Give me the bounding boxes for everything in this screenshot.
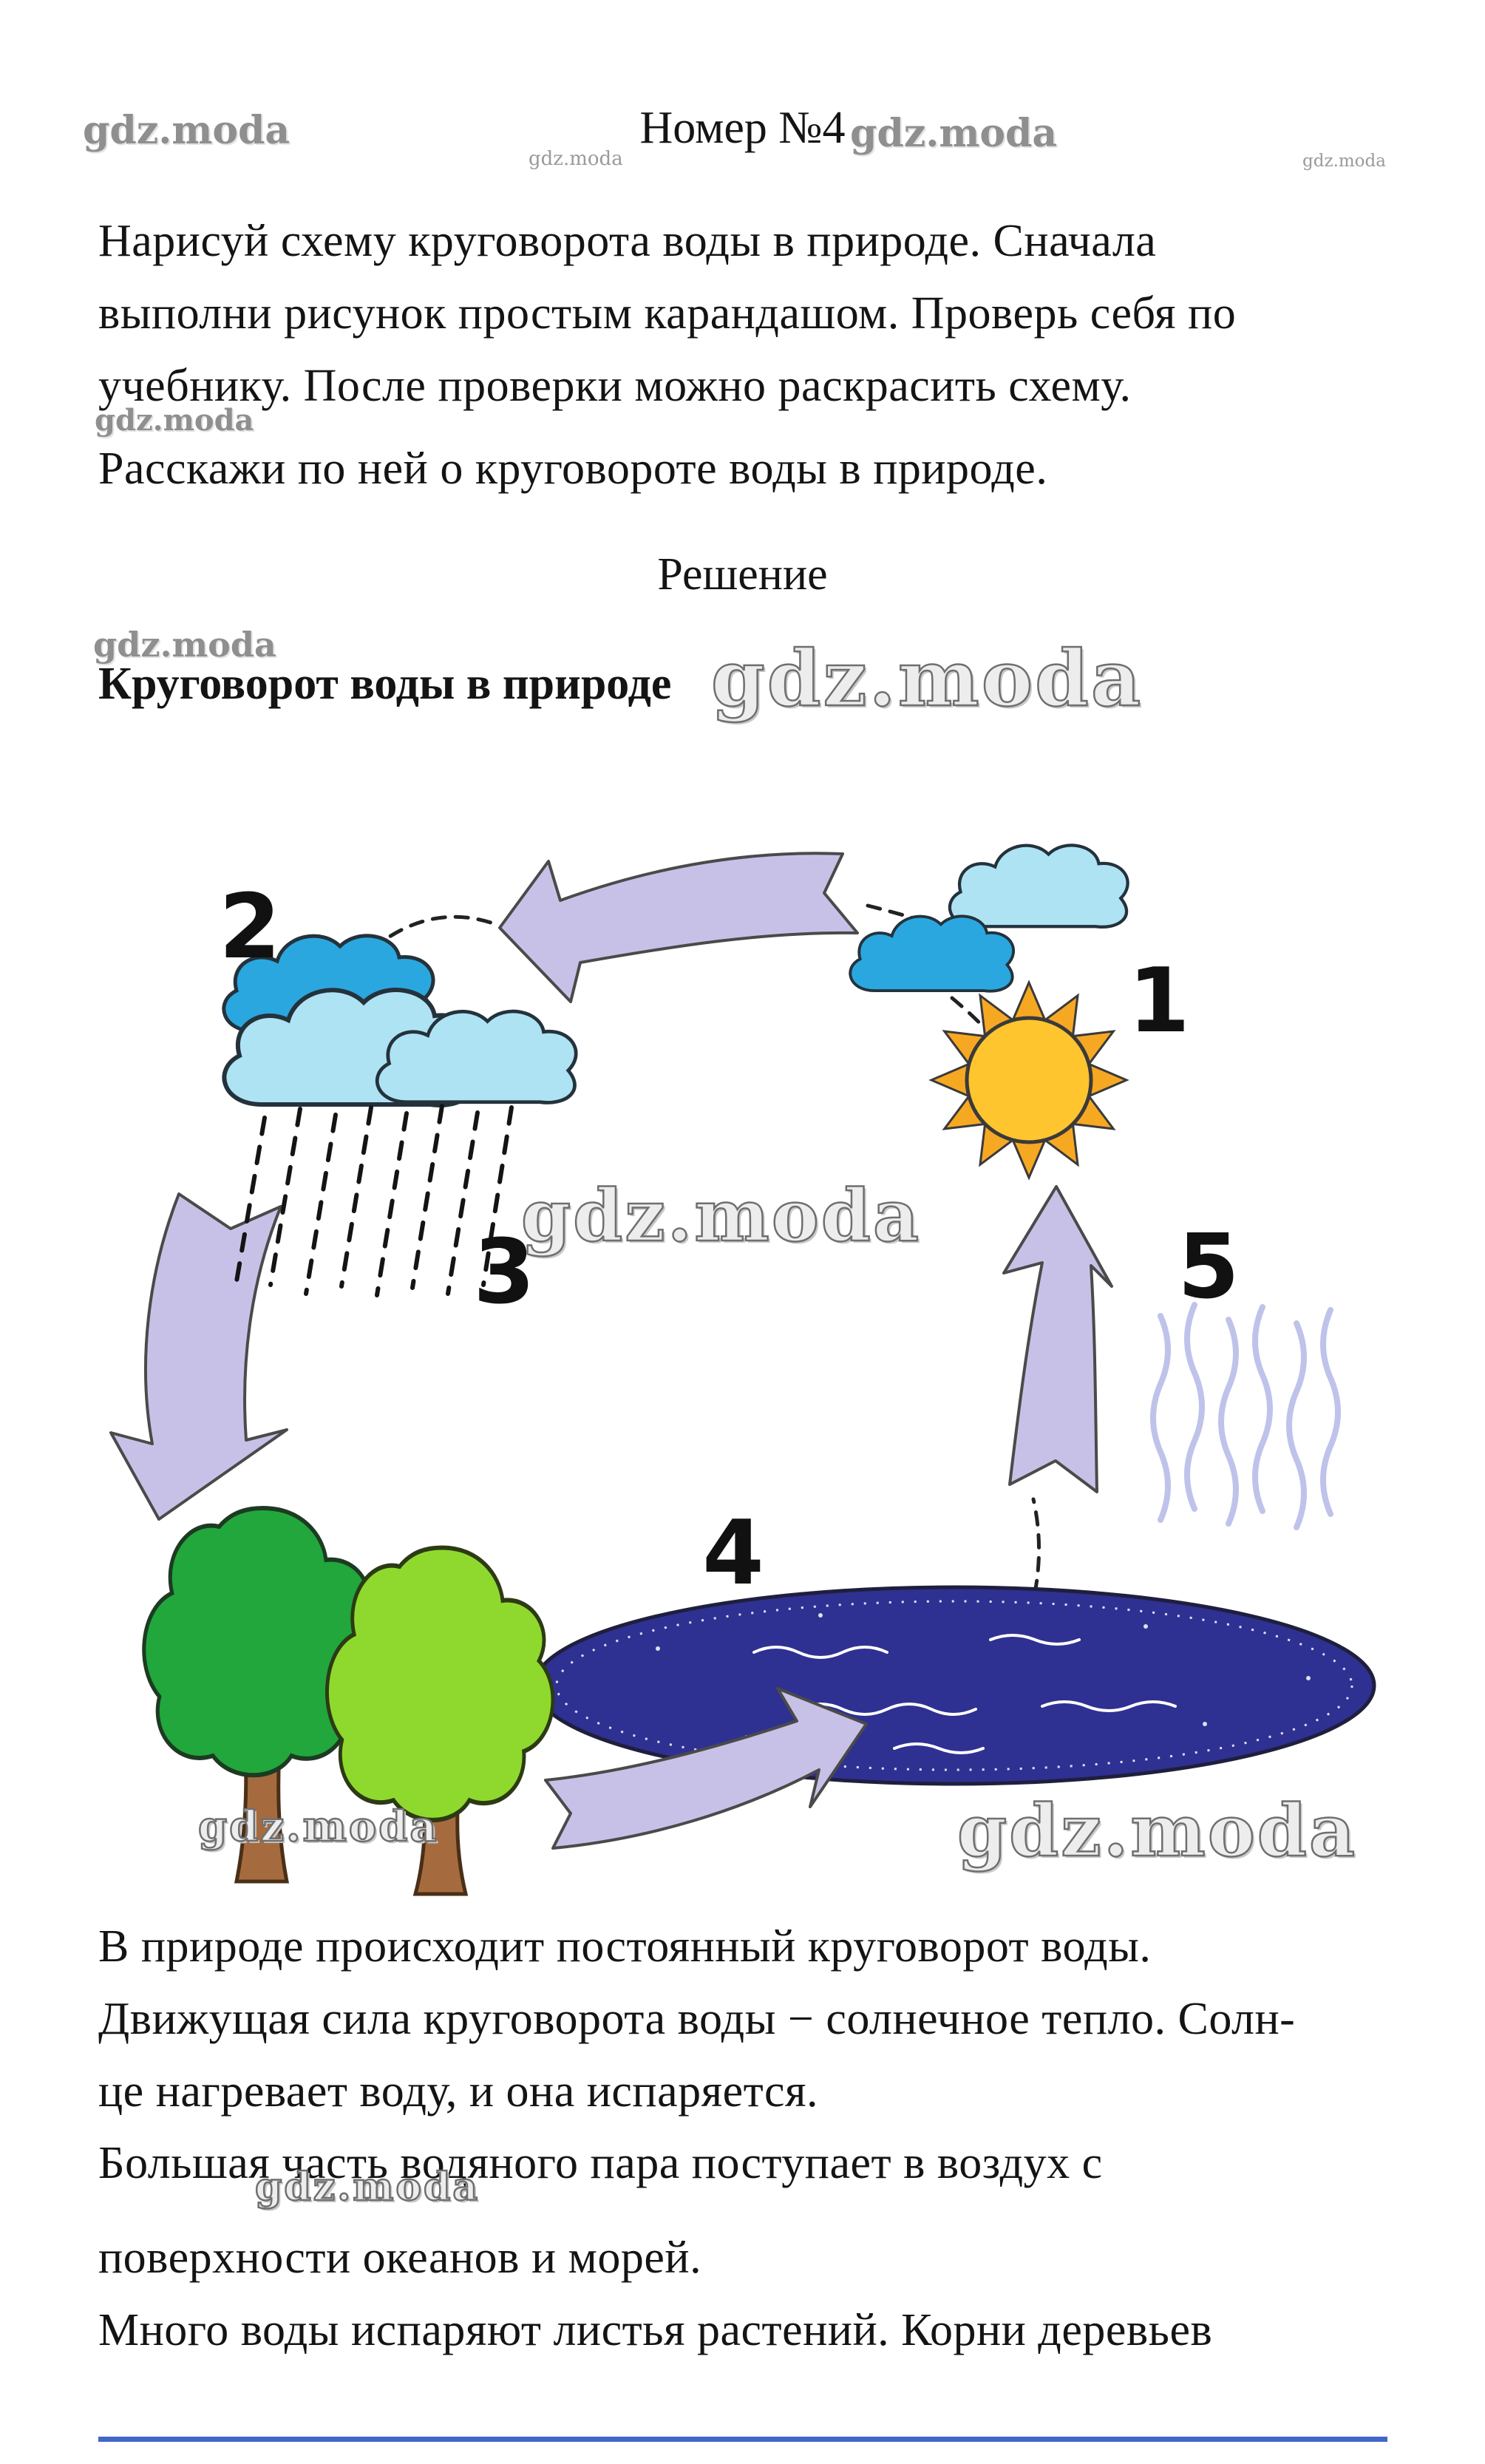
label-rain: 3 <box>473 1221 535 1324</box>
rain-lines <box>233 1104 514 1297</box>
page-title: Номер №4 <box>639 103 846 153</box>
watermark: gdz.moda <box>197 1802 439 1853</box>
solution-heading: Решение <box>657 549 828 600</box>
task-line: учебнику. После проверки можно раскрасит… <box>98 361 1132 411</box>
vapor-cloud-icon <box>849 845 1127 993</box>
label-evaporation: 5 <box>1178 1216 1240 1319</box>
lake-icon <box>532 1585 1376 1786</box>
label-clouds: 2 <box>219 876 281 979</box>
arrow-runoff <box>544 1687 868 1850</box>
water-cycle-diagram: 1 2 3 4 5 <box>109 776 1376 1896</box>
task-line: Расскажи по ней о круговороте воды в при… <box>98 444 1048 494</box>
label-lake: 4 <box>702 1502 764 1605</box>
sun-icon <box>930 981 1128 1179</box>
body-line: це нагревает воду, и она испаряется. <box>98 2066 819 2117</box>
watermark: gdz.moda <box>520 1173 922 1259</box>
watermark: gdz.moda <box>254 2164 480 2211</box>
watermark: gdz.moda <box>1302 152 1386 171</box>
watermark: gdz.moda <box>529 148 623 170</box>
label-sun: 1 <box>1128 950 1190 1053</box>
watermark: gdz.moda <box>83 108 290 153</box>
arrow-evaporation <box>1002 1185 1113 1493</box>
task-line: Нарисуй схему круговорота воды в природе… <box>98 216 1157 266</box>
body-line: Много воды испаряют листья растений. Кор… <box>98 2305 1213 2355</box>
section-divider <box>98 2437 1387 2442</box>
body-line: Движущая сила круговорота воды − солнечн… <box>98 1994 1296 2044</box>
arrow-precipitation <box>109 1192 288 1521</box>
watermark: gdz.moda <box>95 403 254 438</box>
body-line: Большая часть водяного пара поступает в … <box>98 2138 1103 2188</box>
arrow-condensation <box>498 852 859 1003</box>
evaporation-lines <box>1150 1302 1341 1530</box>
tree-icon-dark <box>144 1508 378 1884</box>
task-line: выполни рисунок простым карандашом. Пров… <box>98 288 1237 339</box>
tree-icon-light <box>327 1548 553 1896</box>
diagram-title: Круговорот воды в природе <box>98 659 672 709</box>
body-line: поверхности океанов и морей. <box>98 2233 702 2283</box>
watermark: gdz.moda <box>710 632 1144 725</box>
watermark: gdz.moda <box>850 111 1058 156</box>
watermark: gdz.moda <box>93 625 276 665</box>
body-line: В природе происходит постоянный круговор… <box>98 1921 1152 1972</box>
watermark: gdz.moda <box>956 1788 1358 1874</box>
